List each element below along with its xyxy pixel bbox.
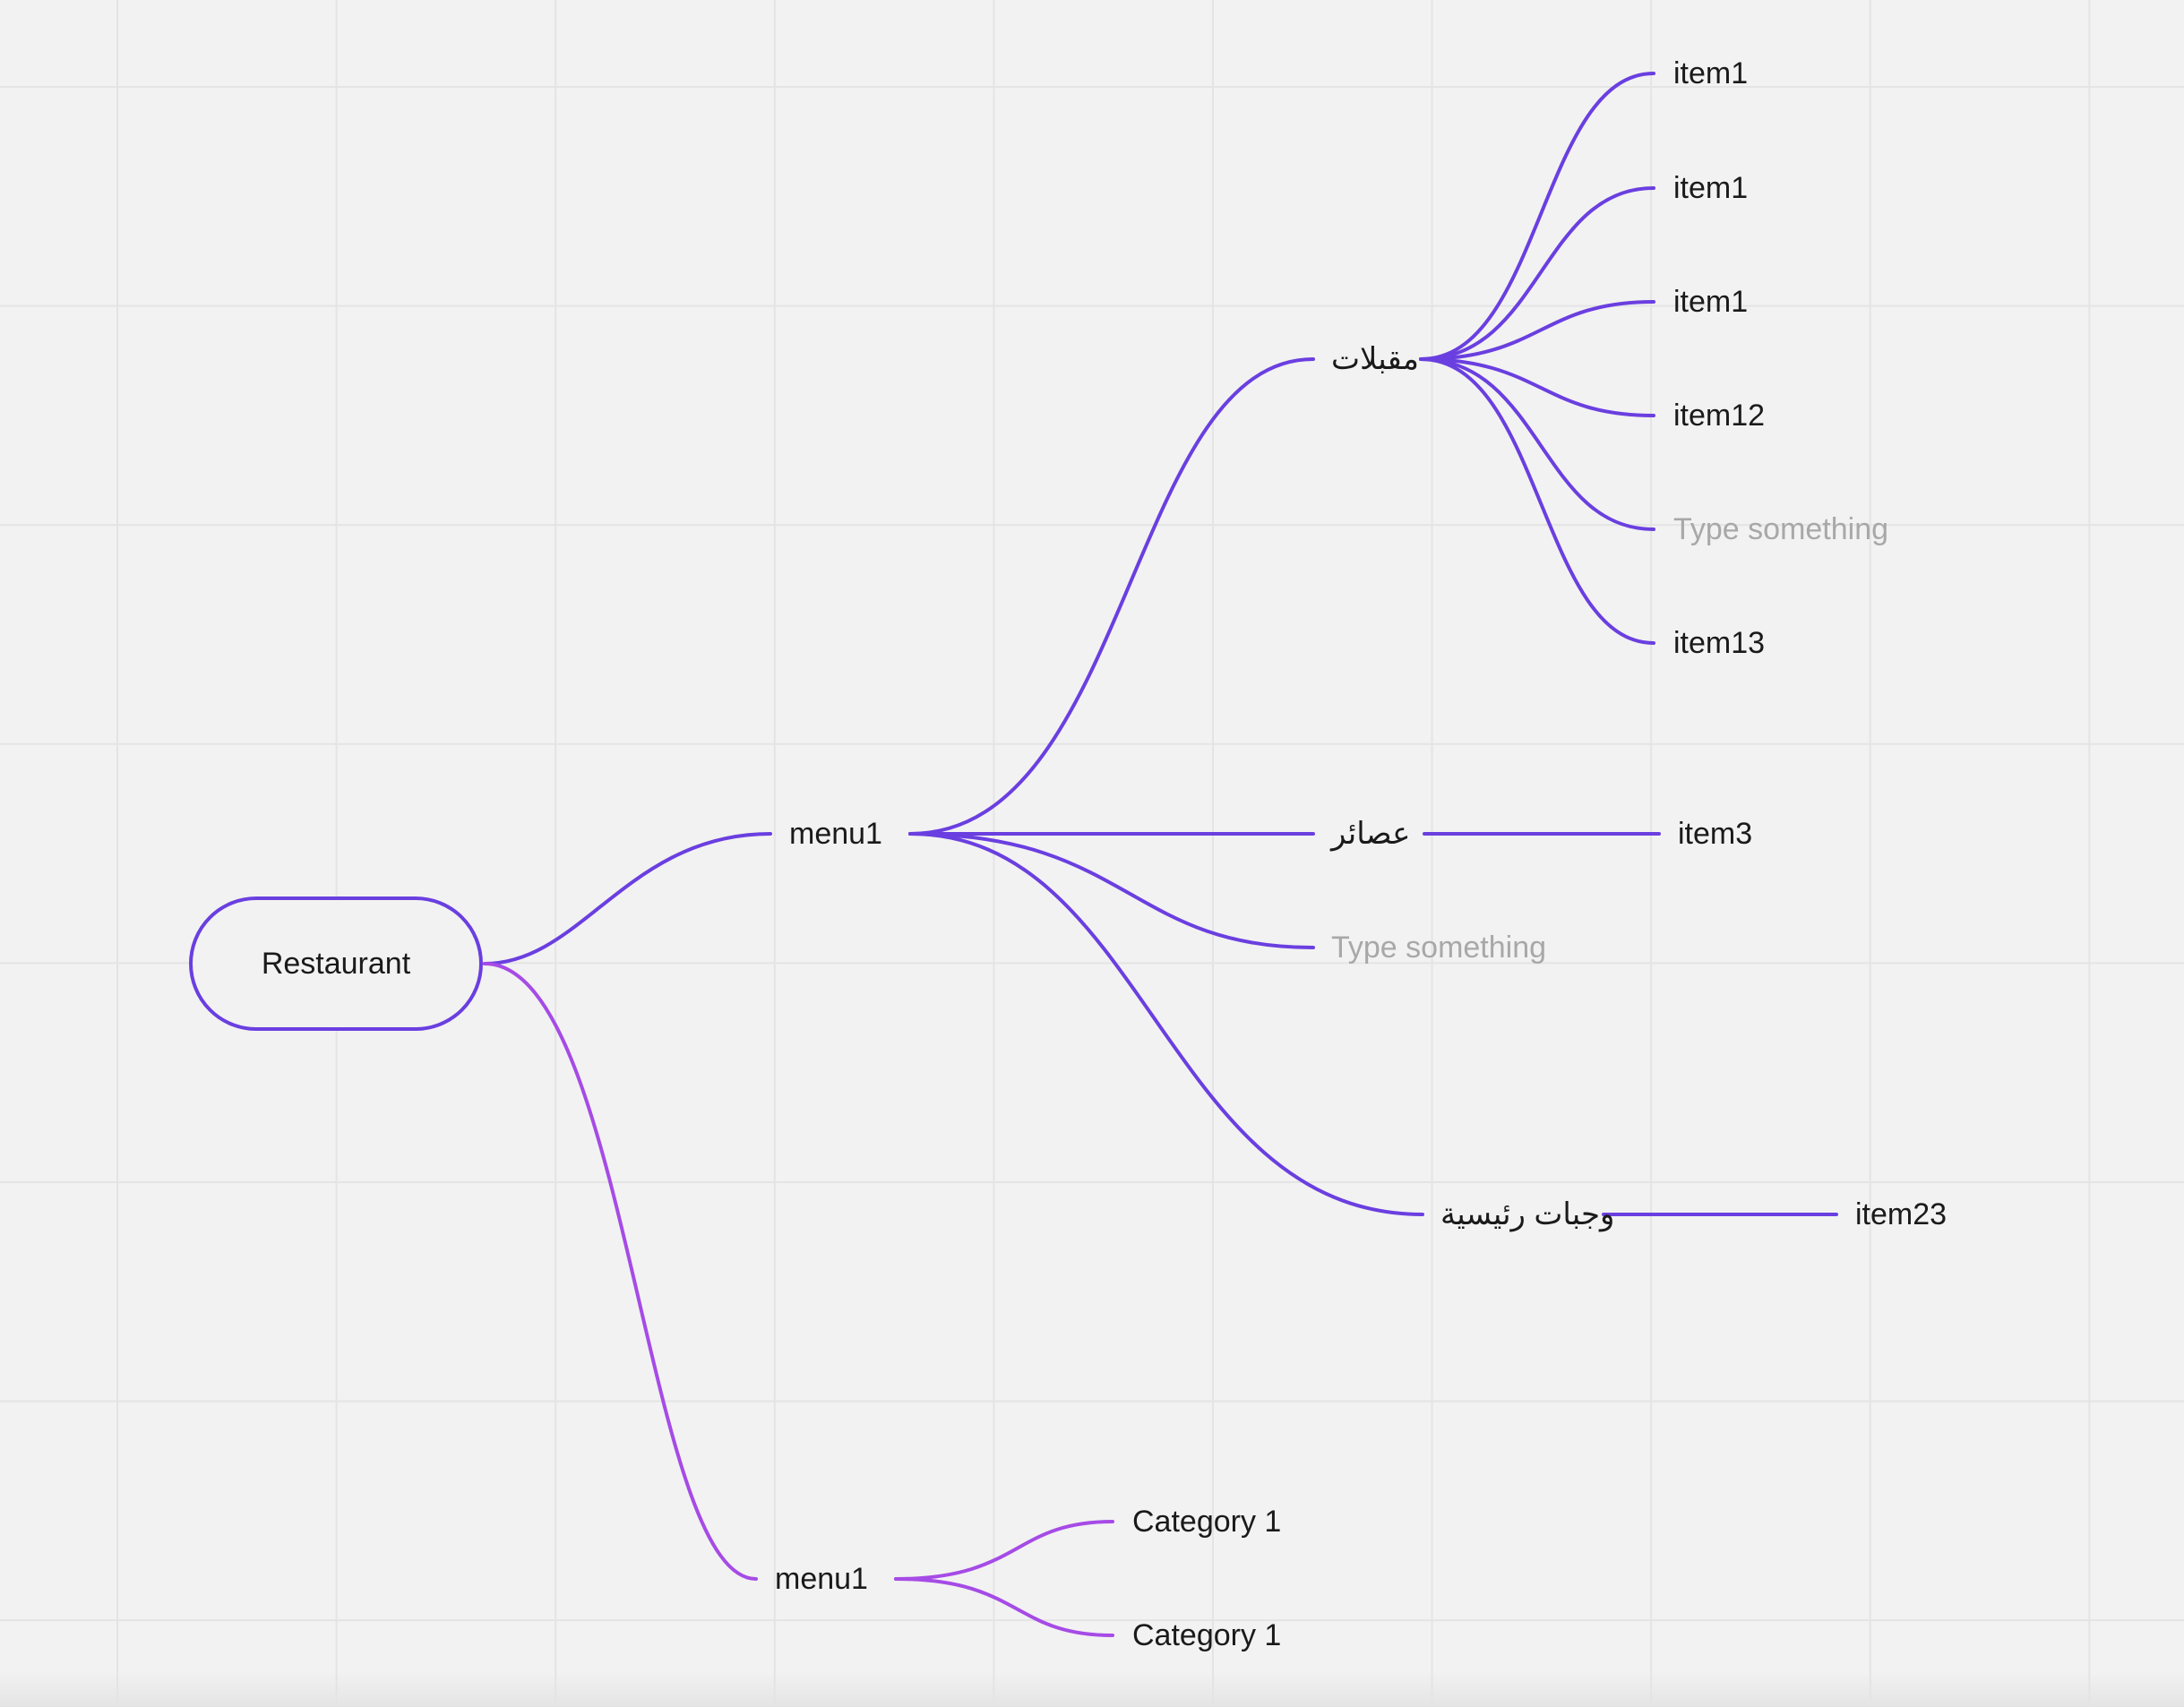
node-item23-label: item23 <box>1855 1197 1948 1231</box>
node-appetizers-label: مقبلات <box>1331 342 1419 376</box>
edge-appetizers-item1-a <box>1419 72 1655 361</box>
node-item1-a-label: item1 <box>1673 56 1749 90</box>
node-item3-label: item3 <box>1678 817 1753 851</box>
node-placeholder-2-label: Type something <box>1673 512 1889 546</box>
edge-menu1-lower-category-a <box>894 1520 1114 1581</box>
edge-root-menu1 <box>483 832 772 965</box>
root-node[interactable]: Restaurant <box>189 896 483 1031</box>
node-menu1-label: menu1 <box>789 817 882 851</box>
edge-menu1-appetizers <box>908 357 1315 836</box>
node-item1-b[interactable]: item1 <box>1673 170 1748 206</box>
node-menu1-lower[interactable]: menu1 <box>775 1561 868 1597</box>
node-item13-label: item13 <box>1673 626 1766 660</box>
edge-appetizers-item1-b <box>1419 186 1655 361</box>
edge-appetizers-item13 <box>1419 357 1655 645</box>
edge-appetizers-item1-c <box>1419 300 1655 361</box>
node-category-a-label: Category 1 <box>1132 1505 1282 1539</box>
node-placeholder-2[interactable]: Type something <box>1673 511 1888 547</box>
node-item1-a[interactable]: item1 <box>1673 56 1748 91</box>
node-item12[interactable]: item12 <box>1673 398 1765 433</box>
edge-menu1-main-dishes <box>908 832 1424 1216</box>
node-appetizers[interactable]: مقبلات <box>1331 341 1419 377</box>
edge-root-menu1-lower <box>483 962 758 1581</box>
node-main-dishes[interactable]: وجبات رئيسية <box>1440 1197 1614 1232</box>
edge-menu1-placeholder <box>908 832 1315 949</box>
node-item1-c[interactable]: item1 <box>1673 284 1748 320</box>
node-item13[interactable]: item13 <box>1673 625 1765 661</box>
edge-appetizers-item12 <box>1419 357 1655 417</box>
node-category-a[interactable]: Category 1 <box>1132 1504 1281 1540</box>
node-item3[interactable]: item3 <box>1678 816 1752 852</box>
node-juices-label: عصائر <box>1331 817 1411 851</box>
node-category-b-label: Category 1 <box>1132 1618 1282 1652</box>
edge-menu1-lower-category-b <box>894 1577 1114 1637</box>
node-menu1[interactable]: menu1 <box>789 816 882 852</box>
node-item1-b-label: item1 <box>1673 171 1749 205</box>
node-placeholder-1-label: Type something <box>1331 931 1547 965</box>
node-placeholder-1[interactable]: Type something <box>1331 930 1546 965</box>
node-juices[interactable]: عصائر <box>1331 816 1410 852</box>
edge-appetizers-placeholder <box>1419 357 1655 531</box>
node-item23[interactable]: item23 <box>1855 1197 1947 1232</box>
root-node-label: Restaurant <box>261 946 411 981</box>
node-main-dishes-label: وجبات رئيسية <box>1440 1197 1615 1231</box>
node-item1-c-label: item1 <box>1673 285 1749 319</box>
node-category-b[interactable]: Category 1 <box>1132 1617 1281 1653</box>
node-item12-label: item12 <box>1673 399 1766 433</box>
node-menu1-lower-label: menu1 <box>775 1562 868 1596</box>
